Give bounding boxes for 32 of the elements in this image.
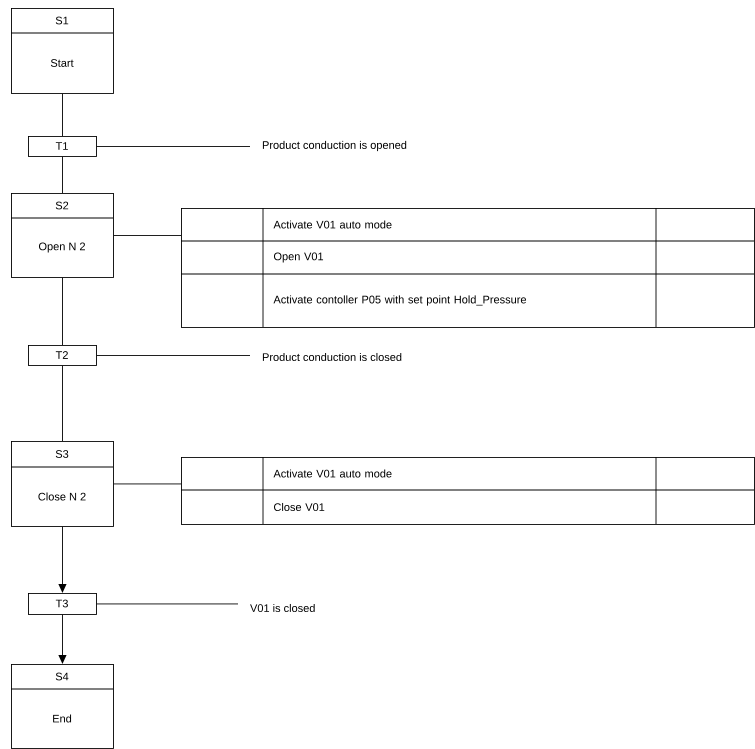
step-box bbox=[10, 8, 114, 94]
step-name: Close N 2 bbox=[38, 492, 86, 501]
step-box bbox=[10, 441, 114, 527]
connector bbox=[62, 277, 63, 346]
action-table bbox=[180, 456, 755, 525]
transition-box: T2 bbox=[28, 345, 97, 366]
step-name: Start bbox=[50, 59, 74, 67]
step-number: S2 bbox=[56, 202, 68, 210]
transition-box: T3 bbox=[28, 593, 97, 615]
action-text: Close V01 bbox=[274, 502, 324, 512]
connector bbox=[96, 146, 250, 147]
condition-text: Product conduction is opened bbox=[262, 140, 406, 152]
connector bbox=[62, 365, 63, 442]
step-name: Open N 2 bbox=[38, 242, 85, 252]
connector bbox=[96, 355, 250, 356]
step-name: End bbox=[53, 714, 72, 723]
connector bbox=[62, 93, 63, 136]
action-text: Activate V01 auto mode bbox=[273, 220, 392, 229]
step-number: S1 bbox=[56, 16, 68, 24]
condition-text: Product conduction is closed bbox=[262, 352, 402, 362]
step-number: S4 bbox=[56, 672, 68, 680]
action-table bbox=[180, 208, 755, 328]
step-box bbox=[10, 664, 114, 749]
action-text: Activate contoller P05 with set point Hold_Pressure bbox=[273, 295, 526, 306]
connector bbox=[113, 235, 182, 236]
action-text: Open V01 bbox=[274, 252, 324, 262]
action-text: Activate V01 auto mode bbox=[273, 469, 392, 478]
step-number: S3 bbox=[56, 450, 68, 458]
condition-text: V01 is closed bbox=[250, 604, 315, 612]
transition-box: T1 bbox=[28, 136, 97, 157]
connector bbox=[62, 156, 63, 194]
step-box bbox=[10, 193, 114, 278]
